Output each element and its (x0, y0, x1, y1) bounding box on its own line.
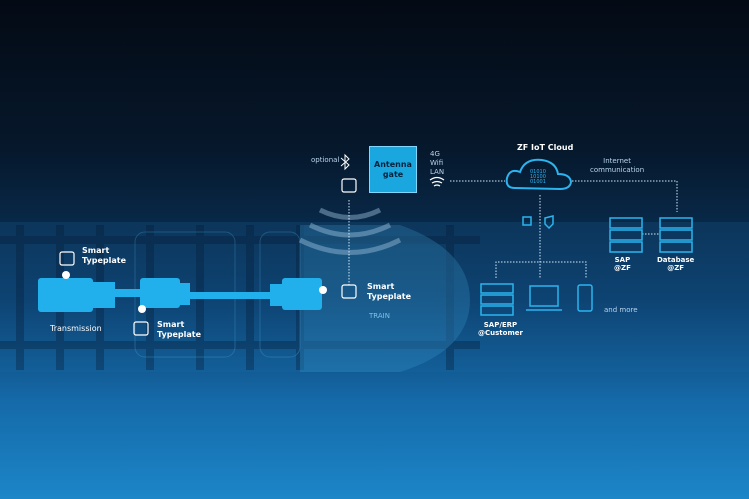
and-more-label: and more (604, 306, 638, 314)
sap-erp-label: SAP/ERP@Customer (478, 321, 523, 337)
antenna-line1: Antenna (374, 159, 412, 169)
train-band (0, 222, 749, 372)
sensor-dots (62, 271, 327, 313)
laptop-icon (529, 285, 559, 307)
drivetrain (38, 278, 322, 312)
signal-arcs (298, 207, 402, 255)
cloud-icon (505, 158, 573, 191)
rfid-icons (59, 178, 357, 336)
train-nose (300, 225, 470, 372)
antenna-line2: gate (382, 169, 404, 179)
cloud-title: ZF IoT Cloud (517, 143, 574, 152)
server-icons (480, 215, 693, 316)
phone-icon (577, 284, 593, 312)
optional-label: optional (311, 156, 340, 164)
sap-zf-label: SAP@ZF (614, 256, 631, 272)
connector-lines (348, 180, 678, 285)
wifi-icon (429, 176, 445, 187)
database-zf-label: Database@ZF (657, 256, 695, 272)
bluetooth-icon (340, 153, 350, 171)
transmission-label: Transmission (50, 324, 102, 333)
train-label: TRAIN (369, 312, 390, 320)
lock-icon (522, 216, 532, 226)
shield-icon (544, 215, 554, 230)
